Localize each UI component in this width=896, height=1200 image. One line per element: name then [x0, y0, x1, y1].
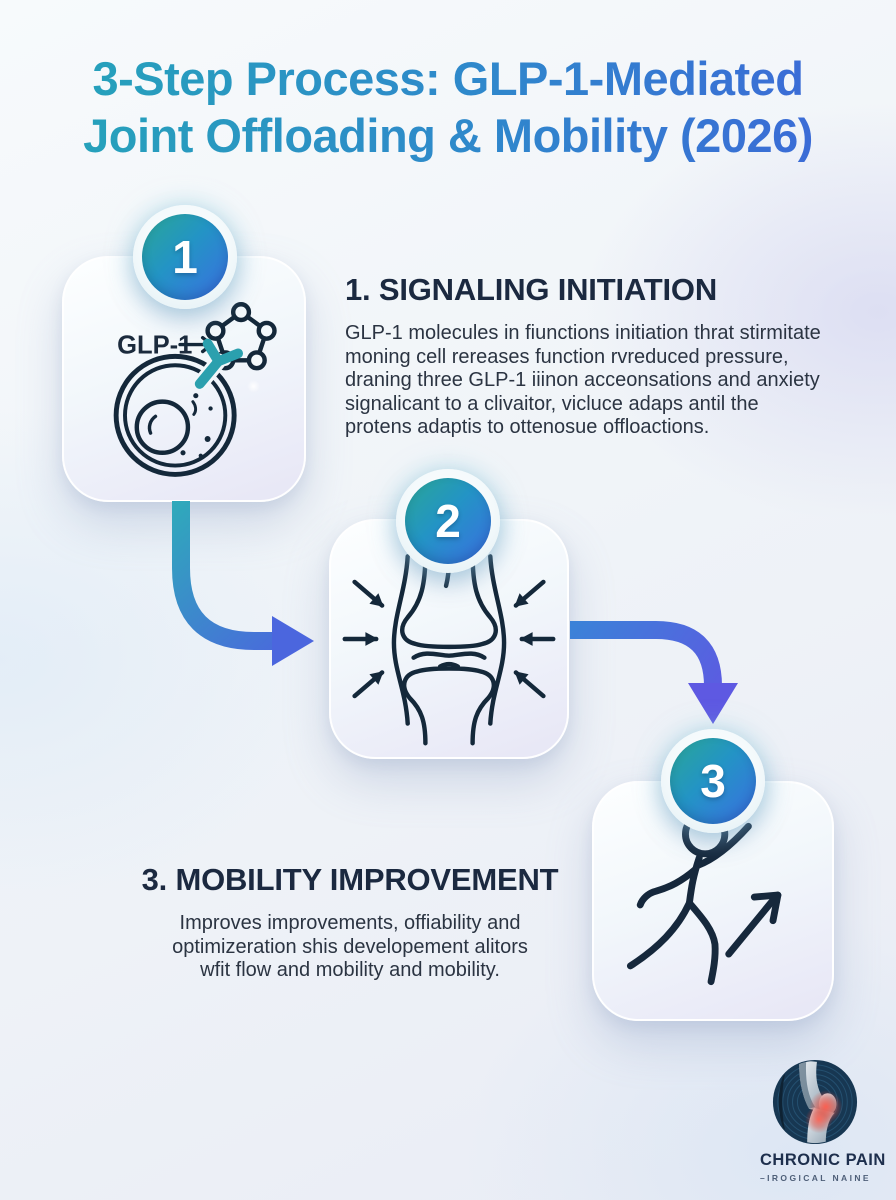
step-1-body-line-4: signalicant to a clivaitor, vicluce adap… — [345, 392, 759, 415]
logo-tagline: –IROGICAL NAINE — [760, 1173, 871, 1183]
step-1-body-line-1: GLP-1 molecules in fiunctions initiation… — [345, 322, 821, 344]
arrow-step2-to-step3 — [570, 621, 722, 687]
page-title-line-2: Joint Offloading & Mobility (2026) — [83, 109, 813, 162]
step-1-number: 1 — [142, 214, 228, 300]
page-title: 3-Step Process: GLP-1-Mediated Joint Off… — [0, 50, 896, 164]
step-3-body-line-3: wfit flow and mobility and mobility. — [200, 959, 500, 981]
knee-joint-compression-icon — [342, 552, 556, 746]
glp1-receptor-cell-icon: GLP-1 — [113, 302, 277, 477]
step-3-heading: 3. MOBILITY IMPROVEMENT — [141, 862, 559, 897]
arrow-step1-to-step2 — [172, 501, 273, 650]
step-3-description: 3. MOBILITY IMPROVEMENT Improves improve… — [105, 862, 595, 983]
step-2-badge: 2 — [396, 469, 500, 573]
step-1-description: 1. SIGNALING INITIATION GLP-1 molecules … — [345, 272, 845, 440]
step-3-badge: 3 — [661, 729, 765, 833]
arrow-step2-to-step3-head — [688, 683, 738, 724]
step-1-body-line-5: protens adaptis to ottenosue offloaction… — [345, 416, 710, 438]
step-3-body-line-2: optimizeration shis developement alitors — [172, 935, 528, 958]
page-title-line-1: 3-Step Process: GLP-1-Mediated — [92, 52, 804, 105]
arrow-step1-to-step2-head — [272, 616, 314, 666]
brand-logo: CHRONIC PAIN –IROGICAL NAINE — [760, 1058, 886, 1183]
step-1-badge: 1 — [133, 205, 237, 309]
step-1-heading: 1. SIGNALING INITIATION — [345, 272, 718, 307]
step-3-number: 3 — [670, 738, 756, 824]
step-2-number: 2 — [405, 478, 491, 564]
knee-xray-logo-icon — [772, 1059, 858, 1145]
step-1-body-line-2: moning cell rereases function rvreduced … — [345, 345, 789, 368]
runner-progress-icon — [626, 811, 782, 986]
step-3-body-line-1: Improves improvements, offiability and — [179, 912, 521, 934]
logo-name: CHRONIC PAIN — [760, 1151, 886, 1169]
step-1-body-line-3: draning three GLP-1 iiinon acceonsations… — [345, 369, 820, 391]
